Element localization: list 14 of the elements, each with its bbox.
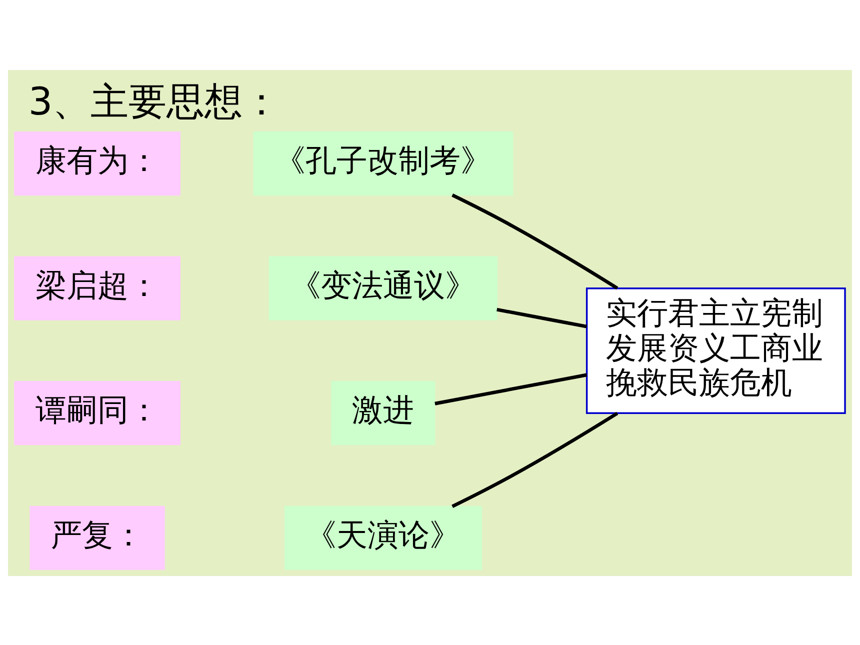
node-box: 《天演论》 <box>284 505 482 570</box>
diagram-title: 3、主要思想： <box>28 78 281 123</box>
connector <box>452 411 618 508</box>
node-box: 梁启超： <box>14 256 180 320</box>
node-box: 激进 <box>331 380 436 445</box>
connector <box>452 193 618 290</box>
node-box: 实行君主立宪制 发展资义工商业 挽救民族危机 <box>586 286 846 414</box>
node-box: 康有为： <box>14 131 180 196</box>
connector <box>434 372 588 405</box>
node-box: 严复： <box>30 505 165 570</box>
node-box: 谭嗣同： <box>14 380 180 445</box>
connector <box>496 307 588 328</box>
node-box: 《孔子改制考》 <box>253 131 514 196</box>
node-box: 《变法通议》 <box>268 256 498 320</box>
